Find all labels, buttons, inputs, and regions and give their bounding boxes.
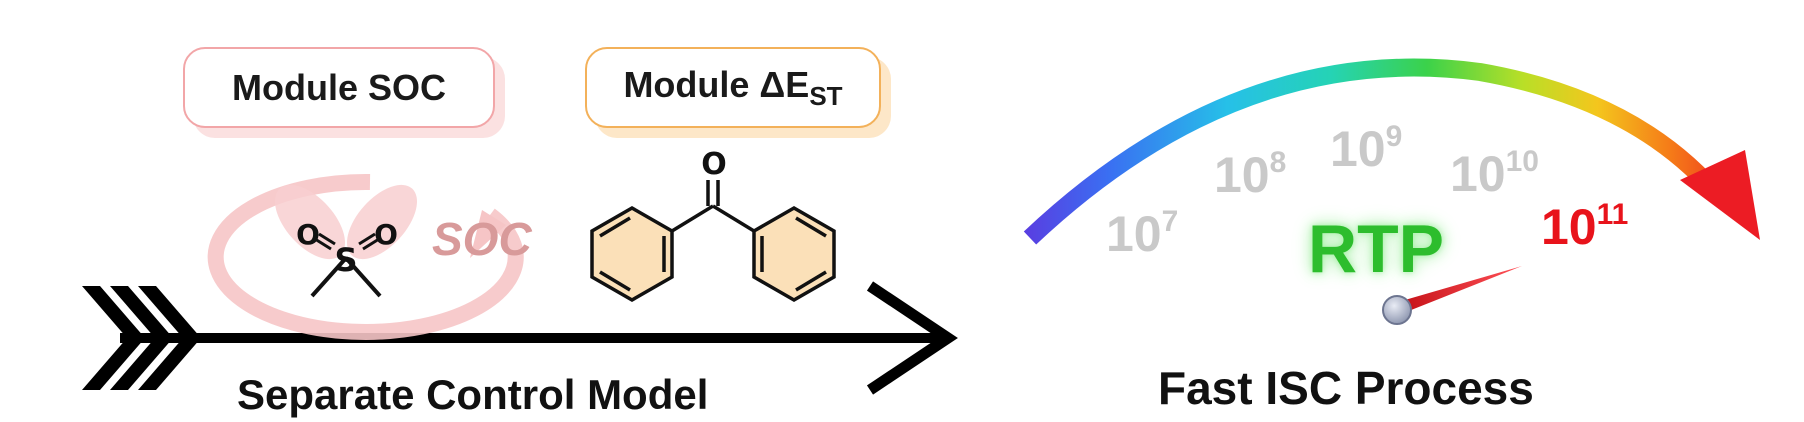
gauge-needle	[1382, 266, 1522, 325]
soc-arrow-label: SOC	[432, 213, 532, 265]
scale-label-1e7: 107	[1106, 205, 1179, 262]
gauge-arrowhead	[1680, 150, 1760, 240]
sulfur-atom: S	[334, 241, 357, 279]
module-est-box: Module ΔEST	[585, 47, 881, 128]
module-est-label: Module ΔEST	[623, 63, 843, 111]
soc-cycle-arrow	[207, 173, 524, 340]
arrow-fletching	[82, 286, 201, 390]
benzophenone-molecule: O	[590, 147, 836, 303]
scale-label-1e10: 1010	[1450, 145, 1539, 202]
carbonyl-oxygen-atom: O	[701, 147, 727, 182]
scale-label-1e11: 1011	[1541, 198, 1629, 255]
scale-label-1e8: 108	[1214, 146, 1287, 203]
separate-control-model-caption: Separate Control Model	[237, 371, 709, 418]
fast-isc-process-caption: Fast ISC Process	[1158, 362, 1534, 414]
scale-label-1e9: 109	[1330, 120, 1403, 177]
module-soc-box: Module SOC	[183, 47, 495, 128]
module-est-subscript: ST	[809, 80, 843, 111]
sulfone-molecule: S O O	[275, 184, 417, 298]
main-arrow	[82, 281, 958, 395]
module-soc-label: Module SOC	[232, 66, 446, 108]
isc-rate-gauge	[1023, 58, 1760, 325]
oxygen-atom-right: O	[374, 218, 398, 251]
rtp-label: RTP	[1308, 211, 1444, 287]
oxygen-atom-left: O	[296, 218, 320, 251]
